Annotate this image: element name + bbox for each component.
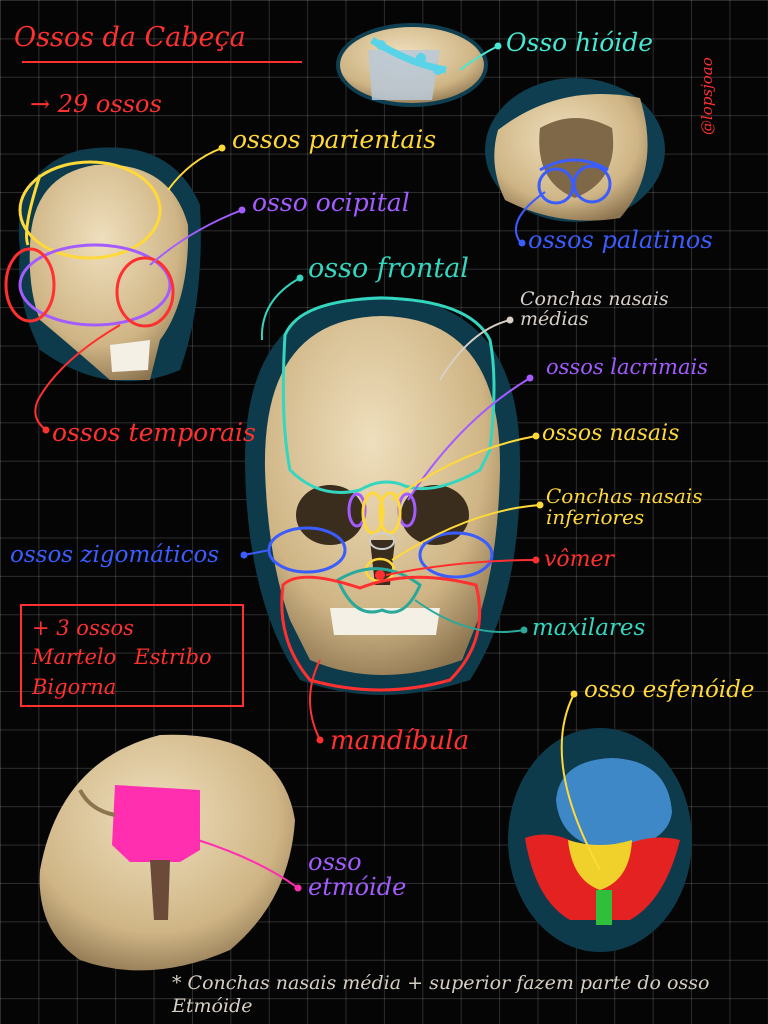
label-occipital: osso ocipital <box>252 188 410 217</box>
palatine-illustration <box>485 78 665 222</box>
page-title: Ossos da Cabeça <box>14 22 246 53</box>
label-conchas-inferiores: Conchas nasais inferiores <box>546 484 703 529</box>
label-lacrimais: ossos lacrimais <box>546 355 708 379</box>
extra-bones-box: + 3 ossos Martelo Estribo Bigorna <box>20 604 244 707</box>
label-vomer: vômer <box>544 547 615 572</box>
lateral-skull-illustration <box>4 147 201 382</box>
extra-bone-martelo: Martelo <box>32 645 117 670</box>
extra-bone-bigorna: Bigorna <box>32 674 117 699</box>
leader-lines <box>34 42 601 892</box>
label-maxilares: maxilares <box>532 615 646 641</box>
sphenoid-illustration <box>508 728 692 952</box>
label-esfenoide: osso esfenóide <box>584 677 755 703</box>
label-hioide: Osso hióide <box>506 28 654 57</box>
bone-count: → 29 ossos <box>30 90 162 118</box>
label-temporais: ossos temporais <box>52 418 256 447</box>
label-nasais: ossos nasais <box>542 421 680 446</box>
label-palatinos: ossos palatinos <box>528 226 713 254</box>
label-conchas-medias: Conchas nasais médias <box>520 288 669 330</box>
hyoid-illustration <box>336 23 488 107</box>
label-frontal: osso frontal <box>308 253 469 284</box>
footnote: * Conchas nasais média + superior fazem … <box>172 972 710 1017</box>
label-zigomaticos: ossos zigomáticos <box>10 542 220 568</box>
frontal-skull-illustration <box>245 296 521 695</box>
ethmoid-illustration <box>39 734 296 971</box>
label-etmoide: osso etmóide <box>308 848 407 902</box>
label-parietais: ossos parientais <box>232 125 437 154</box>
extra-bones-title: + 3 ossos <box>32 616 134 640</box>
extra-bone-estribo: Estribo <box>134 645 212 670</box>
label-mandibula: mandíbula <box>330 726 470 756</box>
author-signature: @lopsjoao <box>698 57 716 135</box>
